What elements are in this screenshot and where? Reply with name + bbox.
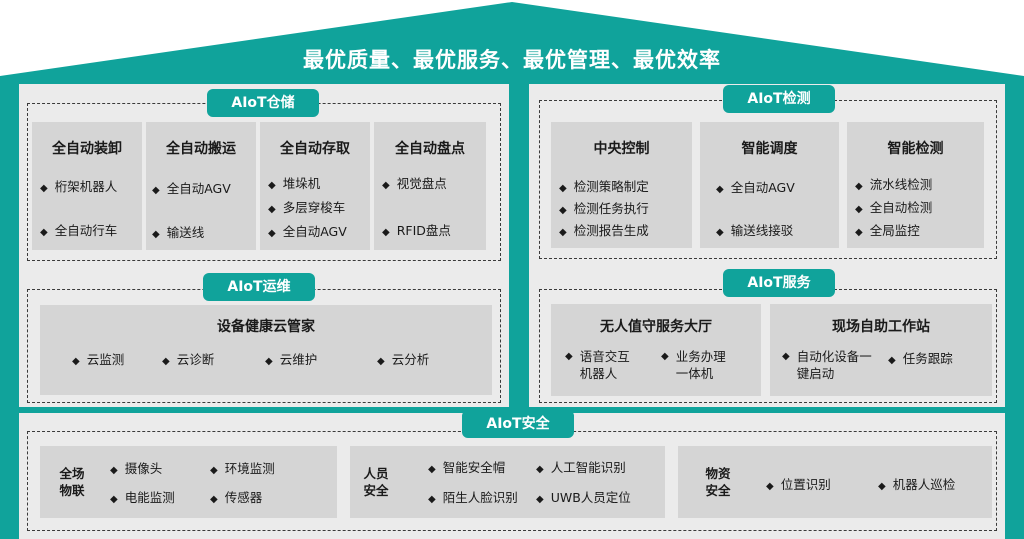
list-item: ◆传感器 <box>210 490 263 505</box>
security-group-personnel: 人员安全 ◆智能安全帽 ◆人工智能识别 ◆陌生人脸识别 ◆UWB人员定位 <box>350 446 665 518</box>
list-item: ◆多层穿梭车 <box>268 200 346 215</box>
list-item: ◆全自动AGV <box>152 181 231 196</box>
card-title: 智能检测 <box>887 141 944 157</box>
group-label: 人员安全 <box>363 466 389 498</box>
ops-tag: AIoT运维 <box>203 273 315 301</box>
list-item: ◆云分析 <box>377 352 430 367</box>
list-item: ◆全局监控 <box>855 223 920 238</box>
service-card-workstation: 现场自助工作站 ◆自动化设备一键启动 ◆任务跟踪 <box>770 304 992 396</box>
inspection-card-central: 中央控制 ◆检测策略制定 ◆检测任务执行 ◆检测报告生成 <box>551 122 692 248</box>
list-item: ◆堆垛机 <box>268 176 321 191</box>
list-item: ◆位置识别 <box>766 477 831 492</box>
list-item: ◆检测策略制定 <box>559 179 649 194</box>
list-item: ◆智能安全帽 <box>428 460 506 475</box>
list-item: ◆全自动行车 <box>40 223 118 238</box>
storage-card-inventory: 全自动盘点 ◆视觉盘点 ◆RFID盘点 <box>374 122 486 250</box>
card-title: 智能调度 <box>741 141 798 157</box>
list-item: ◆视觉盘点 <box>382 176 447 191</box>
card-title: 全自动存取 <box>280 141 350 157</box>
list-item: ◆云监测 <box>72 352 125 367</box>
service-card-hall: 无人值守服务大厅 ◆语音交互机器人 ◆业务办理一体机 <box>551 304 761 396</box>
list-item: ◆全自动AGV <box>716 180 795 195</box>
list-item: ◆全自动检测 <box>855 200 933 215</box>
storage-card-retrieval: 全自动存取 ◆堆垛机 ◆多层穿梭车 ◆全自动AGV <box>260 122 370 250</box>
inspection-card-detection: 智能检测 ◆流水线检测 ◆全自动检测 ◆全局监控 <box>847 122 984 248</box>
list-item: ◆全自动AGV <box>268 224 347 239</box>
list-item: ◆RFID盘点 <box>382 223 451 238</box>
card-title: 无人值守服务大厅 <box>600 319 712 335</box>
inspection-card-dispatch: 智能调度 ◆全自动AGV ◆输送线接驳 <box>700 122 839 248</box>
banner-title: 最优质量、最优服务、最优管理、最优效率 <box>303 48 721 72</box>
ops-card: 设备健康云管家 ◆云监测 ◆云诊断 ◆云维护 ◆云分析 <box>40 305 492 395</box>
list-item: ◆自动化设备一键启动 <box>782 349 872 381</box>
list-item: ◆检测报告生成 <box>559 223 649 238</box>
list-item: ◆机器人巡检 <box>878 477 956 492</box>
group-label: 全场物联 <box>59 466 85 498</box>
service-tag: AIoT服务 <box>723 269 835 297</box>
roof-shape <box>0 2 1024 90</box>
group-label: 物资安全 <box>705 466 731 498</box>
list-item: ◆桁架机器人 <box>40 179 118 194</box>
inspection-tag: AIoT检测 <box>723 85 835 113</box>
storage-card-loading: 全自动装卸 ◆桁架机器人 ◆全自动行车 <box>32 122 142 250</box>
card-title: 全自动搬运 <box>166 141 236 157</box>
list-item: ◆摄像头 <box>110 461 163 476</box>
card-title: 中央控制 <box>593 141 650 157</box>
list-item: ◆电能监测 <box>110 490 175 505</box>
list-item: ◆云维护 <box>265 352 318 367</box>
roof <box>0 2 1024 90</box>
list-item: ◆语音交互机器人 <box>565 349 630 381</box>
list-item: ◆陌生人脸识别 <box>428 490 518 505</box>
list-item: ◆云诊断 <box>162 352 215 367</box>
list-item: ◆业务办理一体机 <box>661 349 726 381</box>
list-item: ◆任务跟踪 <box>888 351 953 366</box>
list-item: ◆输送线接驳 <box>716 223 794 238</box>
card-title: 设备健康云管家 <box>217 319 315 335</box>
storage-tag: AIoT仓储 <box>207 89 319 117</box>
list-item: ◆人工智能识别 <box>536 460 626 475</box>
card-title: 全自动盘点 <box>395 141 465 157</box>
card-title: 现场自助工作站 <box>832 319 930 335</box>
list-item: ◆流水线检测 <box>855 177 933 192</box>
security-tag: AIoT安全 <box>462 410 574 438</box>
list-item: ◆输送线 <box>152 225 205 240</box>
list-item: ◆UWB人员定位 <box>536 490 631 505</box>
list-item: ◆检测任务执行 <box>559 201 649 216</box>
storage-card-handling: 全自动搬运 ◆全自动AGV ◆输送线 <box>146 122 256 250</box>
card-title: 全自动装卸 <box>52 141 122 157</box>
list-item: ◆环境监测 <box>210 461 275 476</box>
security-group-material: 物资安全 ◆位置识别 ◆机器人巡检 <box>678 446 992 518</box>
security-group-iot: 全场物联 ◆摄像头 ◆环境监测 ◆电能监测 ◆传感器 <box>40 446 337 518</box>
